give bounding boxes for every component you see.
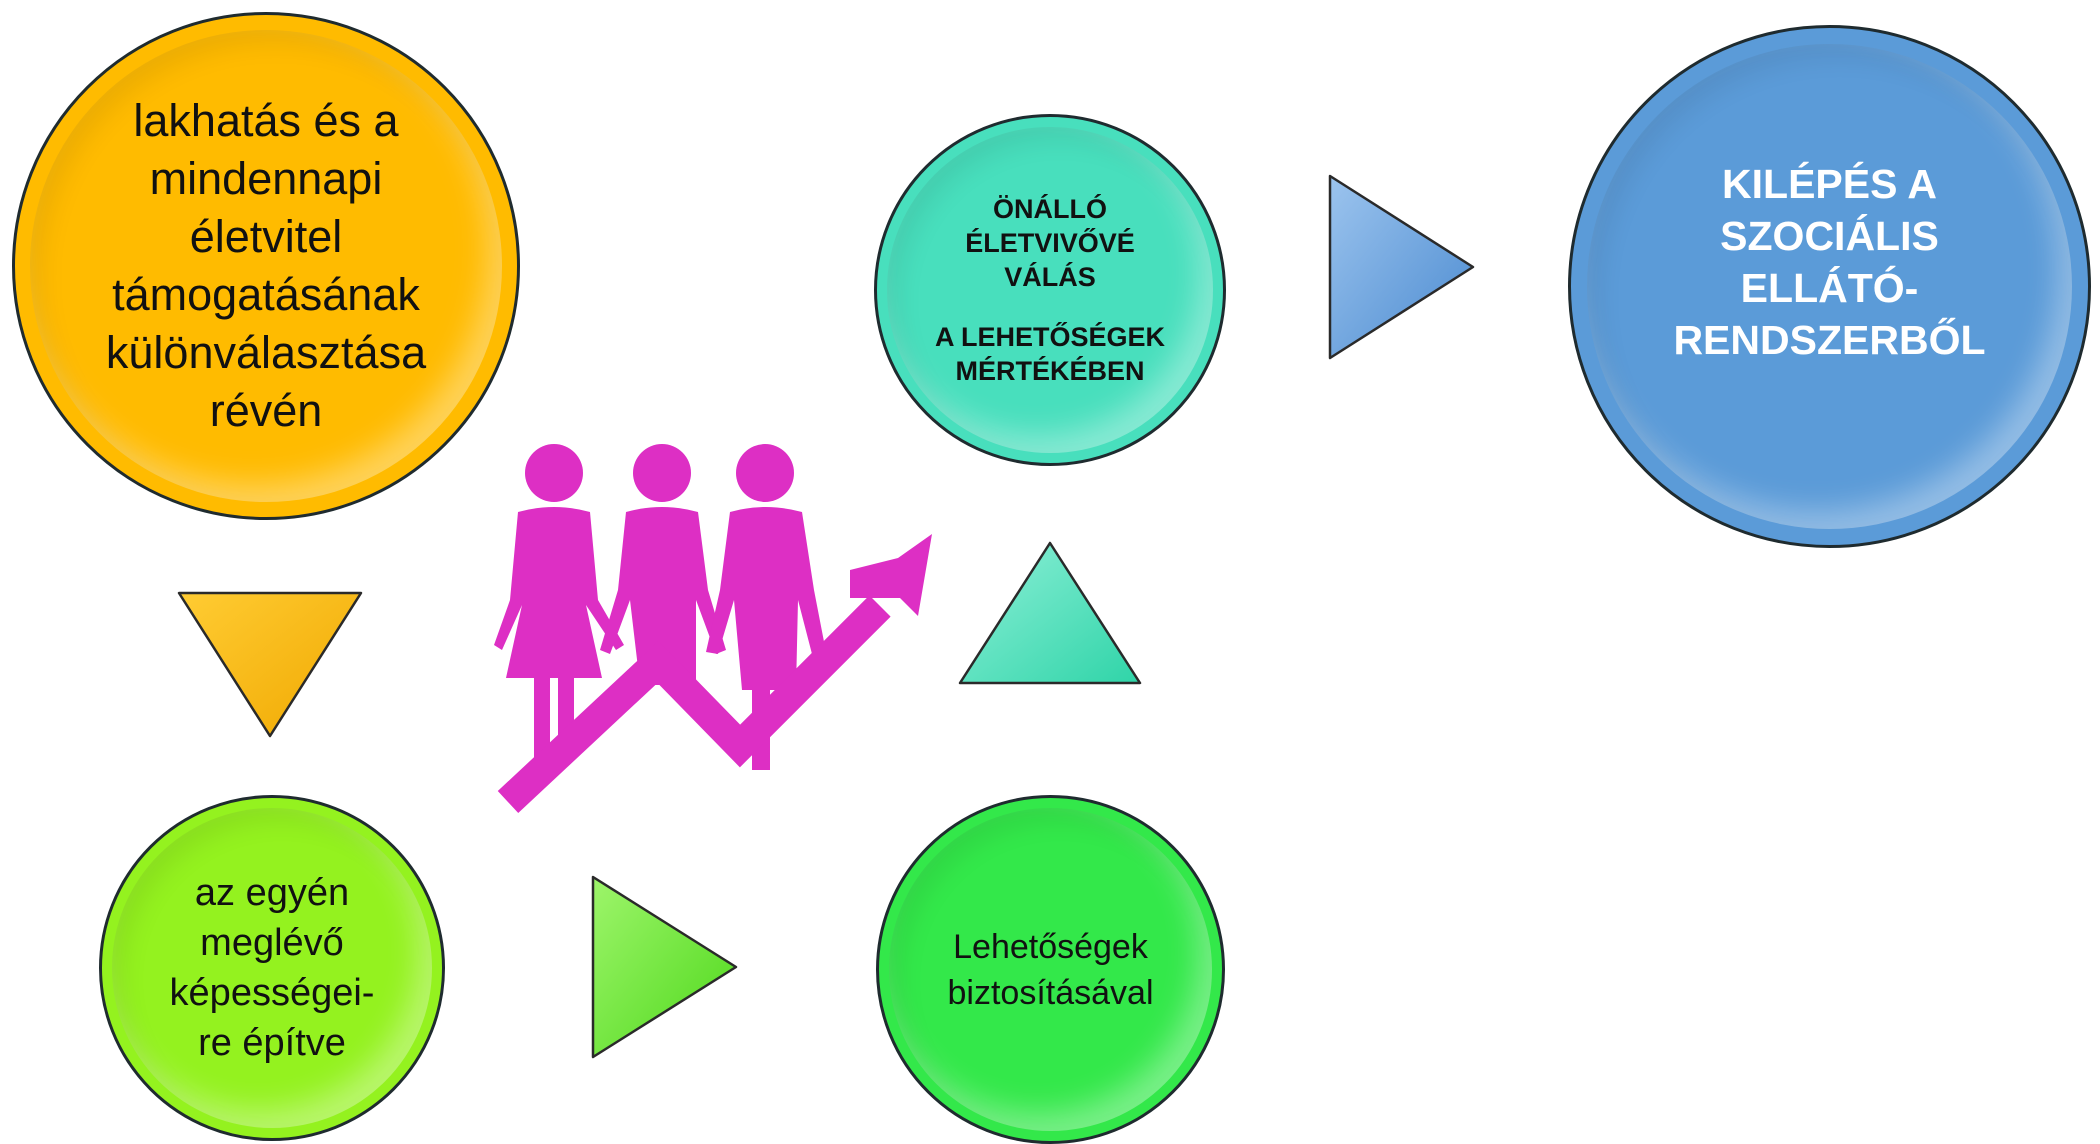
right-arrow-green-icon — [591, 875, 738, 1059]
housing-support-circle: lakhatás és a mindennapi életvitel támog… — [12, 12, 520, 520]
independent-living-circle: ÖNÁLLÓ ÉLETVIVŐVÉ VÁLÁS A LEHETŐSÉGEK MÉ… — [874, 114, 1226, 466]
person-head-icon — [633, 444, 691, 502]
opportunities-circle: Lehetőségek biztosításával — [876, 795, 1225, 1144]
person-figure-icon — [600, 507, 726, 685]
independent-living-label: ÖNÁLLÓ ÉLETVIVŐVÉ VÁLÁS A LEHETŐSÉGEK MÉ… — [934, 194, 1166, 386]
woman-figure-icon — [494, 507, 624, 760]
rising-trend-line-icon — [497, 595, 891, 813]
up-arrow-icon — [958, 541, 1142, 685]
opportunities-label: Lehetőségek biztosításával — [947, 927, 1154, 1012]
exit-social-care-label: KILÉPÉS A SZOCIÁLIS ELLÁTÓ- RENDSZERBŐL — [1673, 160, 1986, 363]
rising-trend-arrowhead-icon — [850, 534, 932, 616]
individual-abilities-label: az egyén meglévő képességei- re építve — [169, 872, 375, 1064]
person-head-icon — [736, 444, 794, 502]
people-growth-icon — [494, 444, 932, 813]
person-figure-icon — [706, 507, 826, 770]
exit-social-care-circle: KILÉPÉS A SZOCIÁLIS ELLÁTÓ- RENDSZERBŐL — [1568, 25, 2091, 548]
person-head-icon — [525, 444, 583, 502]
housing-support-label: lakhatás és a mindennapi életvitel támog… — [105, 95, 427, 436]
individual-abilities-circle: az egyén meglévő képességei- re építve — [99, 795, 445, 1141]
down-arrow-icon — [177, 591, 363, 738]
right-arrow-blue-icon — [1328, 174, 1475, 360]
